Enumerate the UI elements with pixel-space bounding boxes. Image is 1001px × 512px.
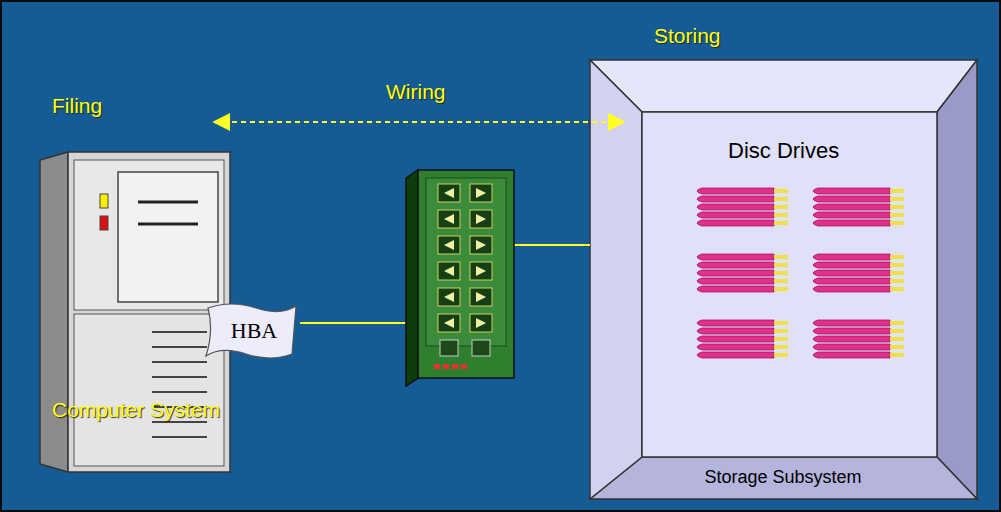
wiring-span-arrow [214, 121, 624, 123]
section-label: Wiring [386, 80, 446, 104]
hba-card: HBA [202, 300, 300, 362]
section-label: Filing [52, 94, 102, 118]
drives-heading: Disc Drives [728, 138, 839, 164]
storage-subsystem: Disc DrivesStorage Subsystem [590, 60, 977, 499]
section-label: Storing [654, 24, 721, 48]
subsystem-name: Storage Subsystem [704, 467, 861, 488]
node-text: HBA [231, 318, 277, 344]
section-label: Computer System [52, 398, 220, 422]
